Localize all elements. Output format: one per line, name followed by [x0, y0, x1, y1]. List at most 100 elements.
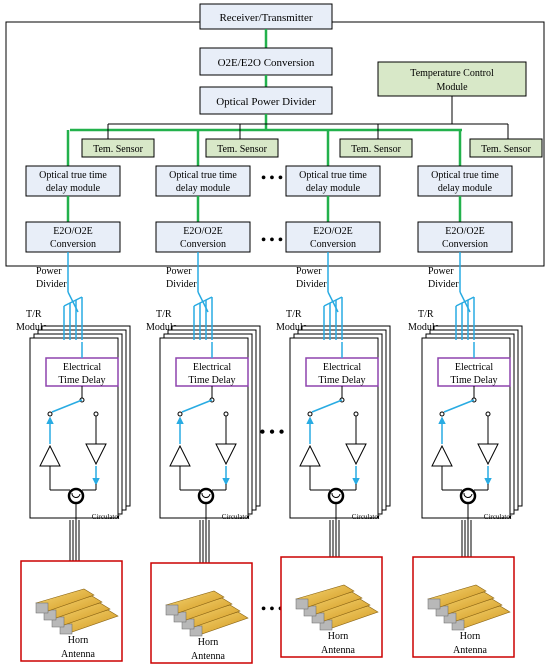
rf-fan [193, 296, 213, 307]
rx-amplifier [215, 443, 237, 466]
o2e-e2o-conversion-block: O2E/E2O Conversion [199, 47, 333, 76]
power-divider-line2: Divider [428, 279, 459, 290]
temp-sensor [339, 138, 413, 158]
temp-sensor-label: Tem. Sensor [481, 144, 532, 155]
etd-line2: Time Delay [450, 375, 497, 386]
circulator-label: Circulator [92, 513, 121, 521]
horn-waveguide [165, 604, 179, 616]
circulator-label: Circulator [484, 513, 513, 521]
optical-delay-line1: Optical true time [169, 170, 237, 181]
optical-delay-module [155, 165, 251, 197]
tr-module-line1: T/R [286, 309, 302, 320]
ellipsis-antenna: • • • [261, 602, 283, 617]
tr-module-line2: Module [16, 322, 48, 333]
switch-arm [51, 399, 83, 413]
horn-line1: Horn [198, 637, 219, 648]
rf-fan [323, 296, 343, 307]
horn-line1: Horn [328, 631, 349, 642]
electrical-time-delay [175, 357, 249, 387]
power-divider-line1: Power [36, 266, 62, 277]
temp-control-line1: Temperature Control [410, 68, 494, 79]
optical-delay-line1: Optical true time [39, 170, 107, 181]
switch-tx-contact [439, 411, 445, 417]
etd-line1: Electrical [323, 362, 362, 373]
electrical-time-delay [305, 357, 379, 387]
horn-waveguide [427, 598, 441, 610]
horn-line1: Horn [460, 631, 481, 642]
rf-fan [63, 296, 83, 307]
switch-tx-contact [47, 411, 53, 417]
etd-line2: Time Delay [58, 375, 105, 386]
receiver-transmitter-label: Receiver/Transmitter [219, 12, 312, 24]
temp-sensor [205, 138, 279, 158]
circulator-arrow [463, 492, 473, 498]
rx-amplifier [85, 443, 107, 466]
temp-sensor-label: Tem. Sensor [351, 144, 402, 155]
e2o-line1: E2O/O2E [183, 226, 222, 237]
circulator-arrow [331, 492, 341, 498]
etd-line2: Time Delay [188, 375, 235, 386]
rf-fan [455, 296, 475, 307]
e2o-conversion [25, 221, 121, 253]
e2o-line1: E2O/O2E [53, 226, 92, 237]
optical-delay-line2: delay module [176, 183, 231, 194]
power-divider-line1: Power [428, 266, 454, 277]
power-divider-line1: Power [296, 266, 322, 277]
receiver-transmitter-block: Receiver/Transmitter [199, 3, 333, 30]
power-divider-line1: Power [166, 266, 192, 277]
rx-amplifier [345, 443, 367, 466]
e2o-conversion [417, 221, 513, 253]
optical-delay-line1: Optical true time [431, 170, 499, 181]
temp-sensor [81, 138, 155, 158]
circulator-symbol [327, 487, 345, 505]
e2o-line2: Conversion [442, 239, 488, 250]
switch-rx-contact [93, 411, 99, 417]
circulator-arrow [201, 492, 211, 498]
switch-arm [311, 399, 343, 413]
e2o-line2: Conversion [310, 239, 356, 250]
e2o-line1: E2O/O2E [445, 226, 484, 237]
tr-module-line1: T/R [26, 309, 42, 320]
circulator-label: Circulator [352, 513, 381, 521]
optical-delay-line2: delay module [46, 183, 101, 194]
temperature-control-module: Temperature Control Module [377, 61, 527, 97]
tr-module-line1: T/R [418, 309, 434, 320]
horn-line2: Antenna [321, 645, 355, 656]
etd-line1: Electrical [455, 362, 494, 373]
temp-sensor [469, 138, 543, 158]
ellipsis-tr: • • • [260, 424, 285, 441]
ellipsis-otd: • • • [261, 171, 283, 186]
circulator-symbol [459, 487, 477, 505]
horn-line1: Horn [68, 635, 89, 646]
optical-power-divider-block: Optical Power Divider [199, 86, 333, 115]
optical-delay-line1: Optical true time [299, 170, 367, 181]
circulator-symbol [197, 487, 215, 505]
etd-line1: Electrical [193, 362, 232, 373]
power-divider-line2: Divider [166, 279, 197, 290]
horn-line2: Antenna [61, 649, 95, 660]
optical-delay-module [417, 165, 513, 197]
switch-tx-contact [307, 411, 313, 417]
e2o-line2: Conversion [50, 239, 96, 250]
etd-line1: Electrical [63, 362, 102, 373]
horn-line2: Antenna [191, 651, 225, 662]
optical-delay-line2: delay module [306, 183, 361, 194]
circulator-label: Circulator [222, 513, 251, 521]
temp-control-line2: Module [436, 82, 468, 93]
optical-delay-line2: delay module [438, 183, 493, 194]
etd-line2: Time Delay [318, 375, 365, 386]
optical-power-divider-label: Optical Power Divider [216, 96, 316, 108]
e2o-line1: E2O/O2E [313, 226, 352, 237]
rx-amplifier [477, 443, 499, 466]
circulator-symbol [67, 487, 85, 505]
optical-delay-module [25, 165, 121, 197]
e2o-line2: Conversion [180, 239, 226, 250]
tr-module-line2: Module [276, 322, 308, 333]
switch-rx-contact [353, 411, 359, 417]
o2e-e2o-conversion-label: O2E/E2O Conversion [218, 57, 315, 69]
